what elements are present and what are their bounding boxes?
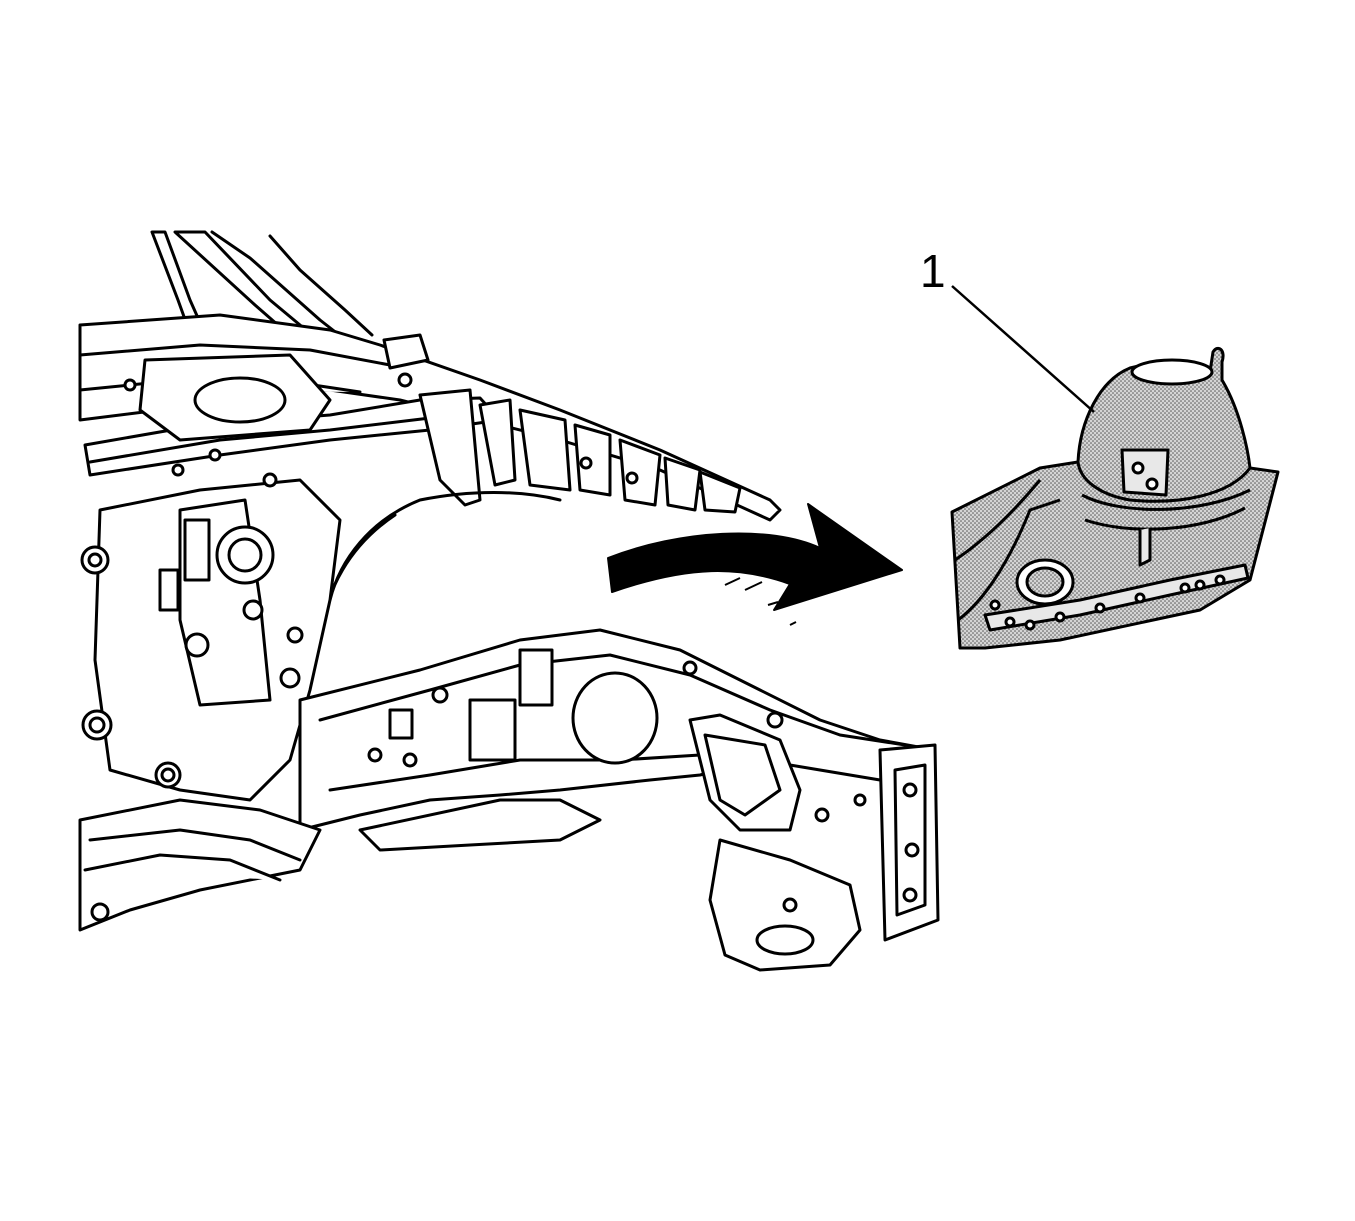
replacement-part-wheelhouse-panel <box>950 346 1280 650</box>
installation-arrow-icon <box>607 503 903 626</box>
vehicle-front-structure <box>78 230 940 972</box>
callout-1: 1 <box>920 245 1095 413</box>
callout-number: 1 <box>920 245 946 297</box>
